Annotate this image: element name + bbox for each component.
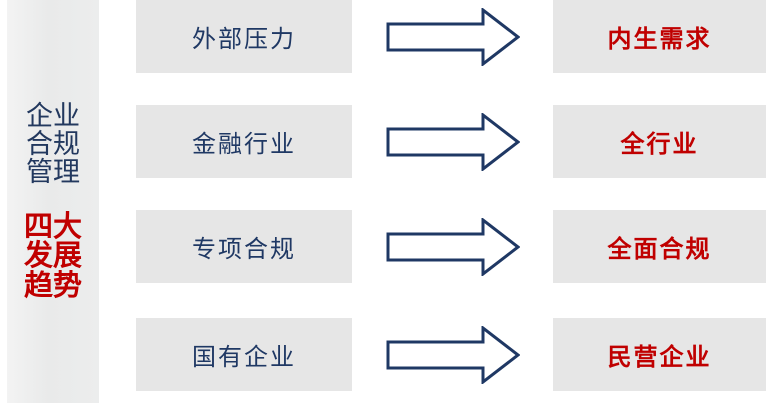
- target-box: 全行业: [553, 105, 766, 178]
- source-label: 专项合规: [192, 236, 296, 263]
- trend-row: 外部压力 内生需求: [0, 0, 766, 73]
- source-box: 专项合规: [136, 210, 352, 283]
- sidebar-main-title: 企业合规管理: [26, 100, 80, 188]
- right-arrow-outline-icon: [386, 218, 520, 276]
- source-label: 金融行业: [192, 131, 296, 158]
- sidebar-subtitle: 四大发展趋势: [23, 210, 82, 302]
- target-box: 内生需求: [553, 0, 766, 73]
- trend-row: 专项合规 全面合规: [0, 210, 766, 283]
- right-arrow-outline-icon: [386, 326, 520, 384]
- trend-row: 国有企业 民营企业: [0, 318, 766, 391]
- sidebar-title-panel: 企业合规管理 四大发展趋势: [7, 0, 99, 403]
- source-box: 金融行业: [136, 105, 352, 178]
- right-arrow-outline-icon: [386, 8, 520, 66]
- right-arrow-outline-icon: [386, 113, 520, 171]
- source-box: 国有企业: [136, 318, 352, 391]
- source-label: 外部压力: [192, 26, 296, 53]
- target-label: 内生需求: [607, 26, 712, 53]
- target-box: 民营企业: [553, 318, 766, 391]
- target-box: 全面合规: [553, 210, 766, 283]
- target-label: 全行业: [620, 131, 699, 158]
- source-box: 外部压力: [136, 0, 352, 73]
- trend-row: 金融行业 全行业: [0, 105, 766, 178]
- target-label: 全面合规: [607, 236, 712, 263]
- source-label: 国有企业: [192, 344, 296, 371]
- target-label: 民营企业: [607, 344, 712, 371]
